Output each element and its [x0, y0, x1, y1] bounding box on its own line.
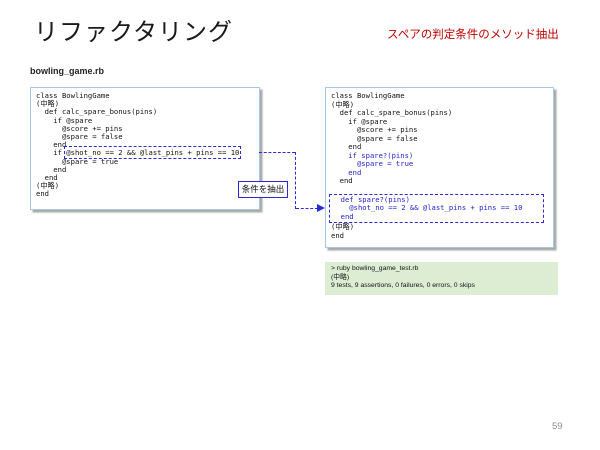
code-line: end — [36, 173, 58, 183]
code-line: (中略) — [331, 222, 355, 231]
code-line-changed: @spare = true — [331, 159, 414, 168]
test-result-summary: 9 tests, 9 assertions, 0 failures, 0 err… — [331, 282, 475, 290]
file-name-label: bowling_game.rb — [30, 66, 105, 76]
test-command: > ruby bowling_game_test.rb — [331, 265, 419, 272]
code-line: end — [36, 140, 67, 150]
extracted-method-highlight: def spare?(pins) @shot_no == 2 && @last_… — [329, 193, 544, 223]
code-line-changed: @shot_no == 2 && @last_pins + pins == 10 — [332, 203, 523, 212]
code-box-before: class BowlingGame (中略) def calc_spare_bo… — [30, 87, 260, 210]
connector-line-horizontal-top — [259, 152, 295, 153]
code-line: (中略) — [36, 181, 60, 191]
callout-extract-condition: 条件を抽出 — [238, 181, 288, 198]
code-line-highlighted: if @shot_no == 2 && @last_pins + pins ==… — [36, 146, 254, 160]
code-line: def calc_spare_bonus(pins) — [36, 107, 158, 117]
page-number: 59 — [552, 421, 563, 432]
code-text: if — [36, 148, 67, 158]
connector-line-horizontal-bottom — [296, 208, 318, 209]
code-line: @spare = false — [36, 132, 123, 142]
test-output-box: > ruby bowling_game_test.rb (中略) 9 tests… — [325, 262, 558, 295]
code-line: @score += pins — [331, 125, 418, 134]
code-line: end — [331, 176, 353, 185]
code-line: end — [36, 164, 67, 174]
code-line-changed: if spare?(pins) — [331, 150, 414, 160]
code-line: @spare = true — [36, 156, 119, 166]
code-line: class BowlingGame — [331, 91, 405, 100]
code-box-after: class BowlingGame (中略) def calc_spare_bo… — [325, 87, 554, 248]
code-line-changed: end — [331, 167, 362, 177]
code-line: class BowlingGame — [36, 91, 110, 100]
test-omitted: (中略) — [331, 273, 350, 281]
code-line-changed: def spare?(pins) — [332, 194, 410, 204]
code-line: (中略) — [331, 99, 355, 109]
code-line: end — [331, 230, 344, 240]
code-line: end — [36, 189, 49, 199]
code-line: @spare = false — [331, 133, 418, 143]
code-line: (中略) — [36, 99, 60, 109]
code-line: if @spare — [36, 115, 93, 125]
connector-line-vertical — [295, 152, 296, 209]
code-line: def calc_spare_bonus(pins) — [331, 108, 453, 117]
code-line: @score += pins — [36, 123, 123, 133]
slide-subtitle: スペアの判定条件のメソッド抽出 — [387, 29, 559, 41]
code-line-changed: end — [332, 211, 354, 221]
code-line: if @spare — [331, 116, 388, 126]
code-line: end — [331, 142, 362, 151]
page-title: リファクタリング — [34, 19, 234, 46]
extracted-condition-highlight: @shot_no == 2 && @last_pins + pins == 10 — [64, 146, 242, 160]
arrow-right-icon — [317, 204, 325, 212]
